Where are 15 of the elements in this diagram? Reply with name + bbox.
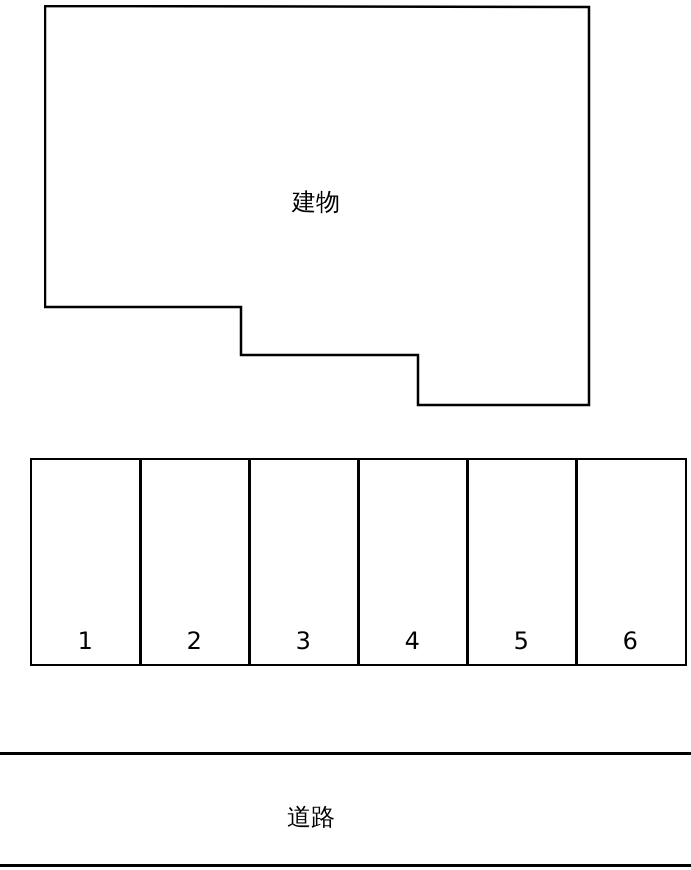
space-number: 3 [296,627,311,655]
parking-space [30,458,142,666]
building-label: 建物 [292,187,340,218]
parking-space [575,458,686,666]
road [0,752,691,867]
space-number: 5 [514,627,529,655]
parking-space [139,458,250,666]
parking-space [357,458,468,666]
space-number: 2 [186,627,202,655]
space-number: 6 [622,627,638,655]
road-label: 道路 [287,802,335,833]
space-number: 4 [404,627,420,655]
space-number: 1 [78,627,93,655]
parking-space [248,458,360,666]
parking-space [466,458,578,666]
